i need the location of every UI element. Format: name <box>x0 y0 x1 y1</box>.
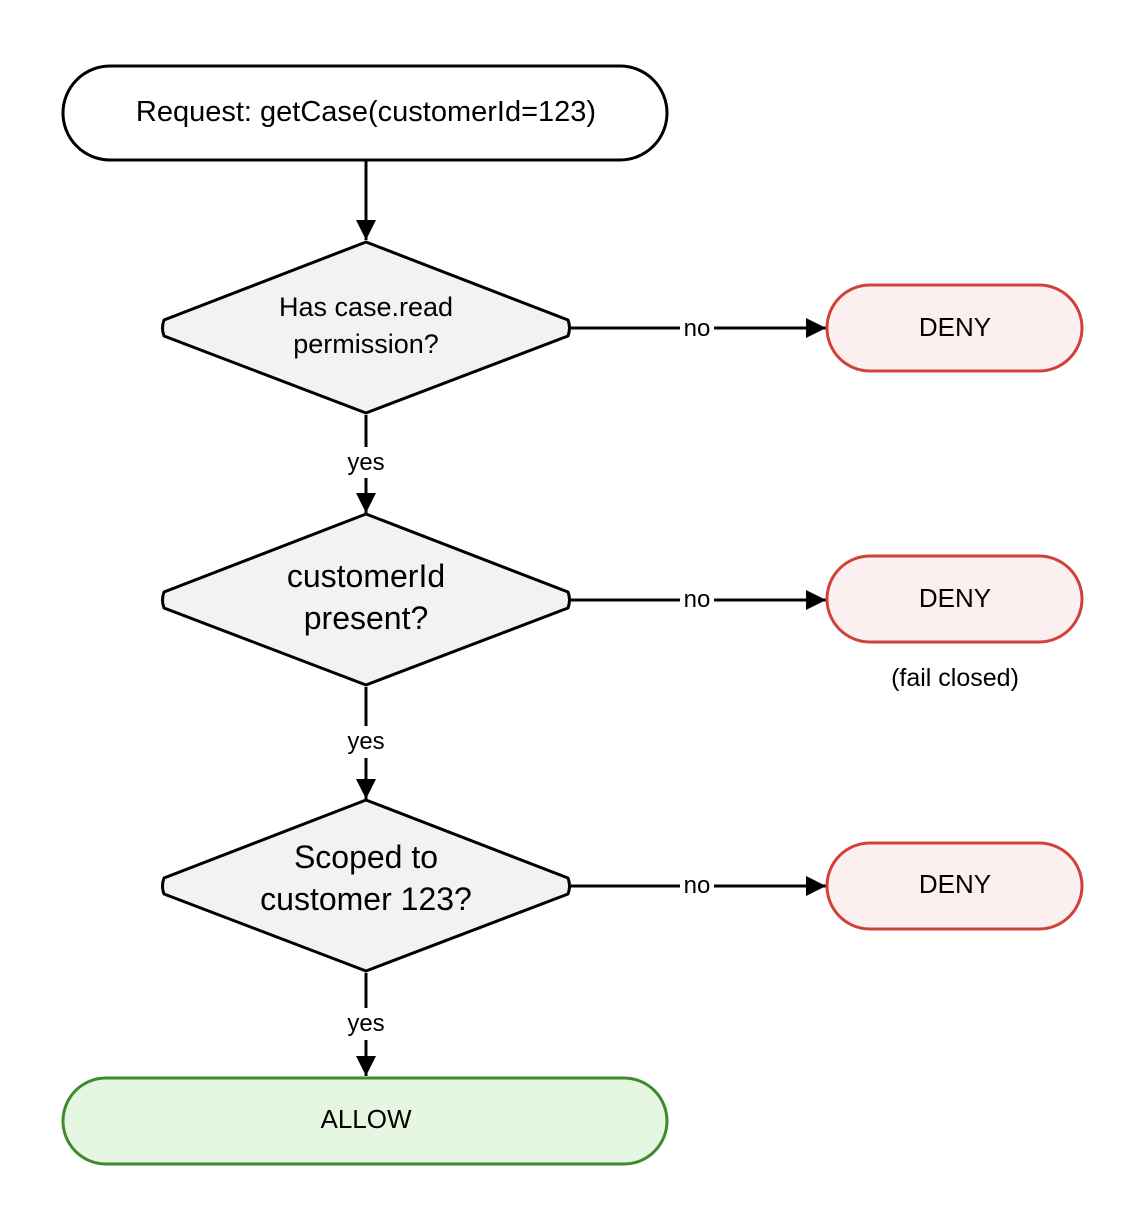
deny-node-3-label: DENY <box>919 869 991 899</box>
allow-node-shape <box>61 1076 669 1166</box>
edge-label-no-3: no <box>684 872 711 899</box>
edge-label-no-1: no <box>684 315 711 342</box>
decision-2-label-line-1: customerId <box>287 558 445 594</box>
edge-label-no-2: no <box>684 586 711 613</box>
deny-node-3-shape <box>825 841 1084 931</box>
edge-label-yes-1: yes <box>347 449 384 476</box>
start-node: Request: getCase(customerId=123) <box>61 64 669 162</box>
deny-node-1-label: DENY <box>919 312 991 342</box>
deny-node-2-note: (fail closed) <box>891 664 1019 692</box>
allow-node-label: ALLOW <box>320 1104 411 1134</box>
edge-label-yes-3: yes <box>347 1010 384 1037</box>
deny-node-2-label: DENY <box>919 583 991 613</box>
decision-3-label-line-2: customer 123? <box>260 881 472 917</box>
deny-node-1: DENY <box>825 283 1084 373</box>
decision-1-diamond <box>161 240 571 415</box>
deny-node-3: DENY <box>825 841 1084 931</box>
deny-node-2: DENY (fail closed) <box>825 554 1084 692</box>
decision-3-label-line-1: Scoped to <box>294 839 438 875</box>
decision-has-permission: Has case.read permission? <box>161 240 571 415</box>
decision-2-diamond <box>161 512 571 687</box>
decision-scoped-to-customer: Scoped to customer 123? <box>161 798 571 973</box>
decision-1-label-line-1: Has case.read <box>279 292 453 322</box>
start-node-label: Request: getCase(customerId=123) <box>136 96 596 128</box>
decision-1-label-line-2: permission? <box>293 329 439 359</box>
deny-node-1-shape <box>825 283 1084 373</box>
decision-3-diamond <box>161 798 571 973</box>
deny-node-2-shape <box>825 554 1084 644</box>
edge-label-yes-2: yes <box>347 728 384 755</box>
decision-customerid-present: customerId present? <box>161 512 571 687</box>
allow-node: ALLOW <box>61 1076 669 1166</box>
decision-2-label-line-2: present? <box>304 600 429 636</box>
